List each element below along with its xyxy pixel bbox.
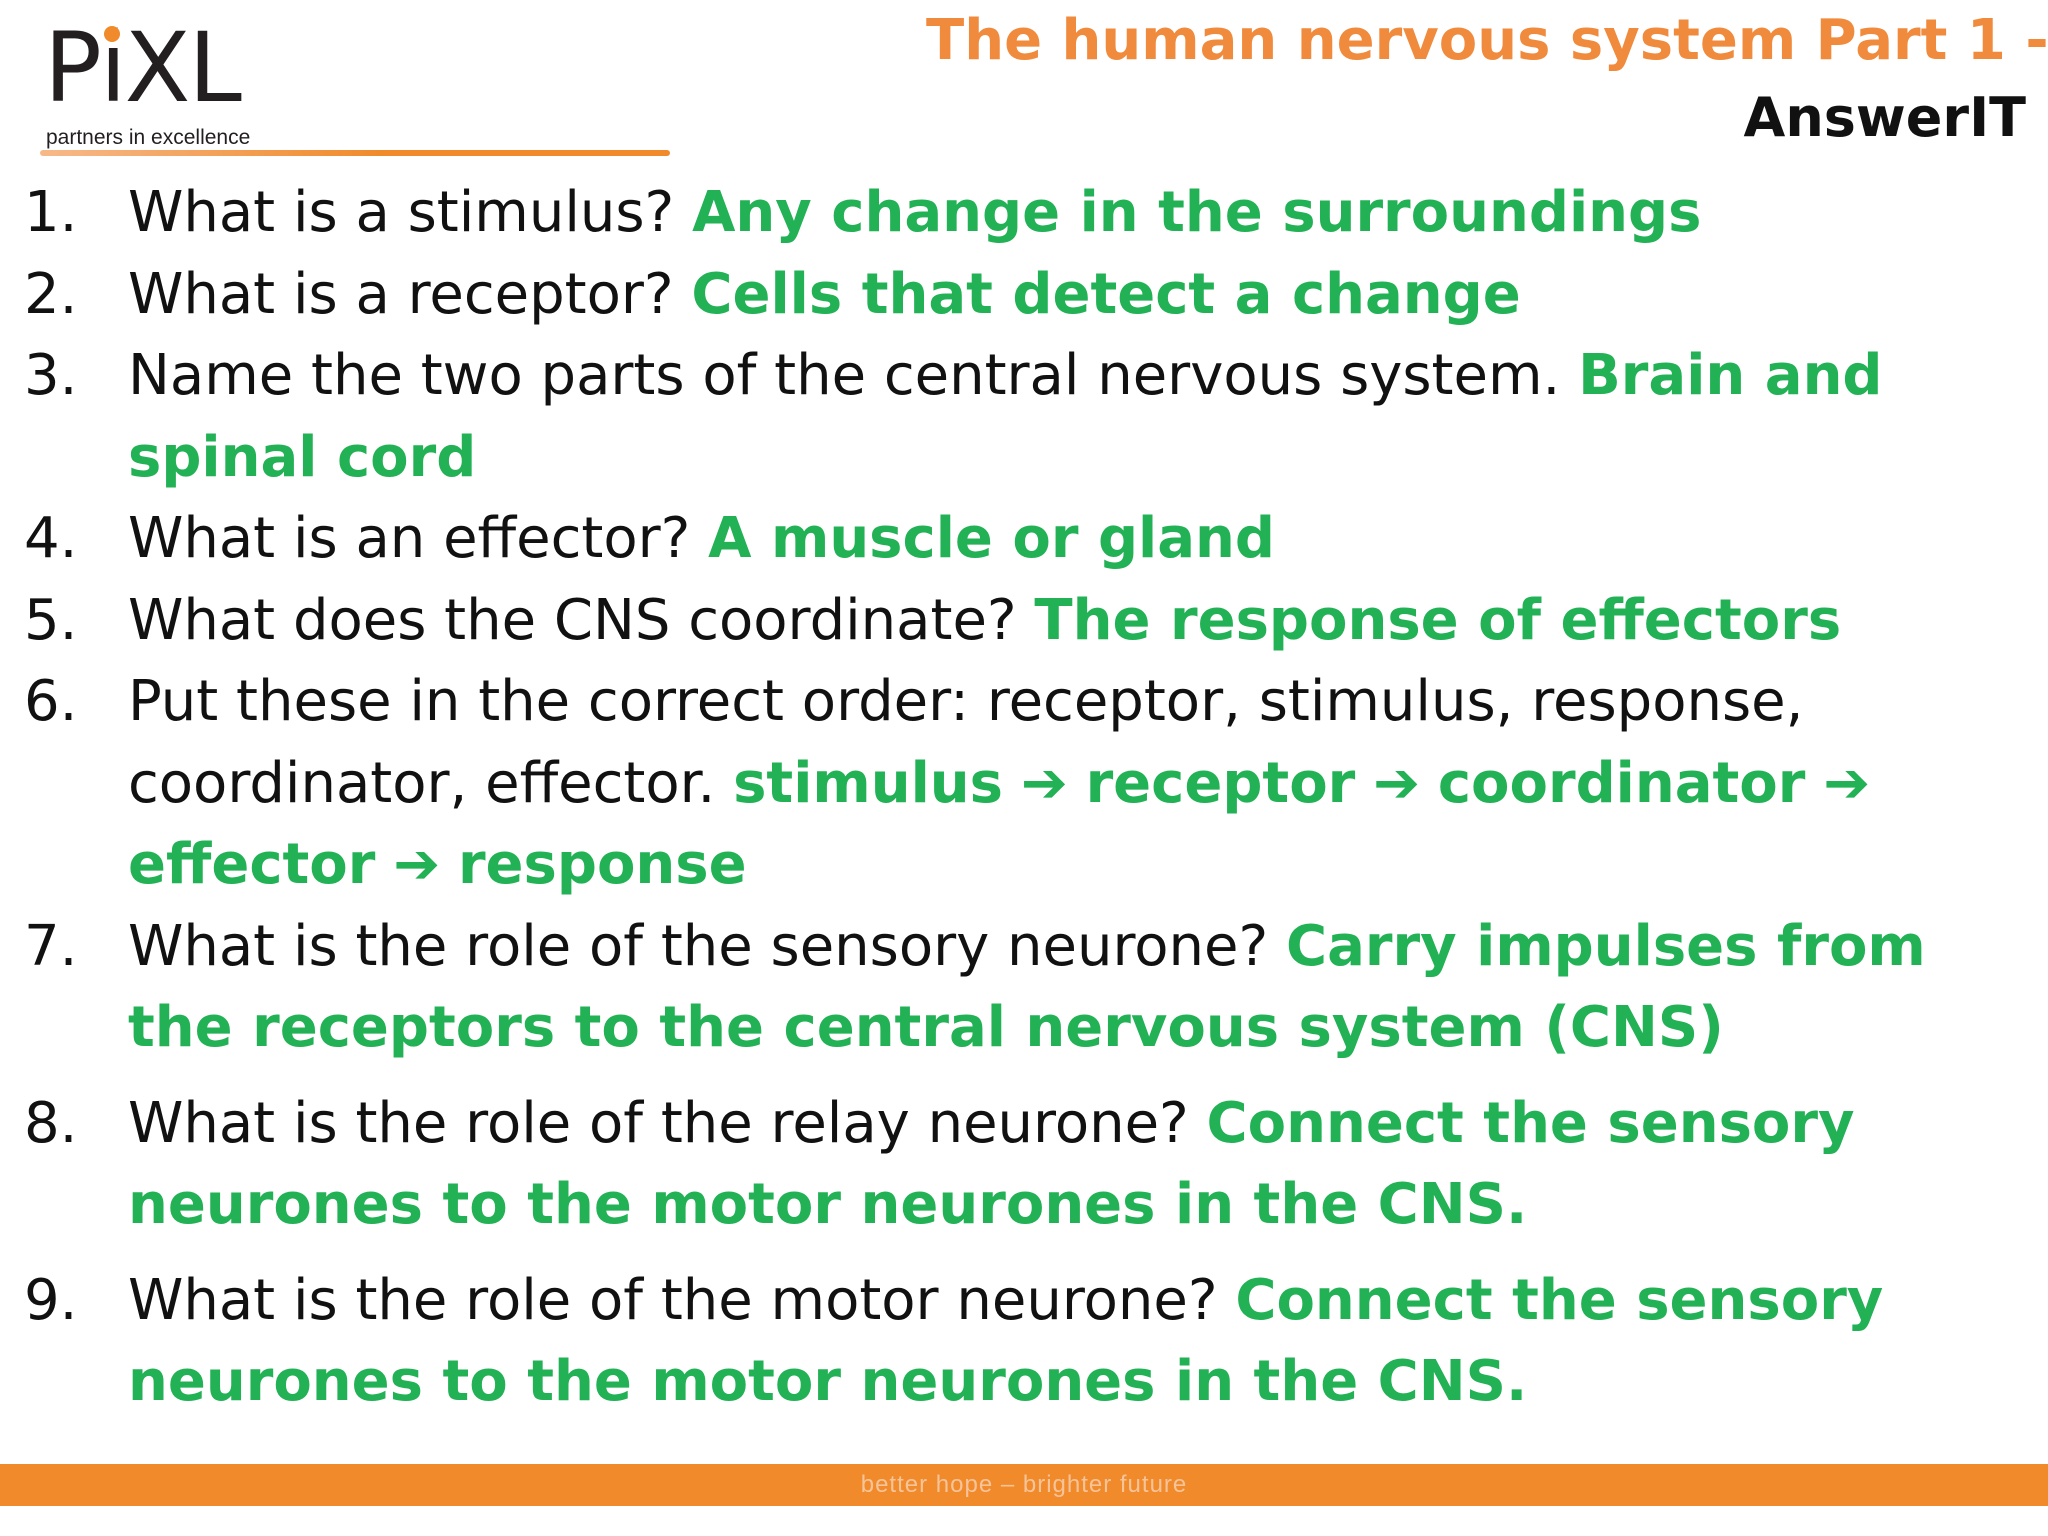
question-number: 2.: [24, 261, 78, 327]
question-text: What does the CNS coordinate?: [128, 587, 1035, 653]
question-text: Put these in the correct order: receptor…: [128, 669, 1804, 816]
answer-text: Brain and spinal cord: [128, 343, 1883, 490]
logo-letter-i: i: [99, 12, 127, 124]
logo-letter-p: P: [44, 12, 102, 124]
question-number: 6.: [24, 669, 78, 734]
page-title-line1: The human nervous system Part 1 -: [926, 8, 2048, 73]
question-list: 1. What is a stimulus? Any change in the…: [0, 172, 2048, 1423]
question-text: What is an effector?: [128, 506, 709, 571]
order-step-stimulus: stimulus: [733, 750, 1004, 816]
question-number: 1.: [24, 180, 78, 245]
answer-text: The response of effectors: [1034, 587, 1842, 653]
question-number: 3.: [24, 343, 78, 408]
question-number: 5.: [24, 587, 78, 653]
footer-bar: better hope – brighter future: [0, 1464, 2048, 1506]
question-item-9: 9. What is the role of the motor neurone…: [0, 1260, 2048, 1423]
question-number: 7.: [24, 913, 78, 979]
page-title-line2: AnswerIT: [1743, 86, 2026, 149]
question-item-6: 6. Put these in the correct order: recep…: [0, 661, 2048, 906]
question-item-3: 3. Name the two parts of the central ner…: [0, 335, 2048, 498]
order-step-response: response: [457, 832, 747, 897]
question-number: 8.: [24, 1090, 78, 1156]
order-step-receptor: receptor: [1085, 750, 1356, 816]
question-item-2: 2. What is a receptor? Cells that detect…: [0, 254, 2048, 336]
question-text: Name the two parts of the central nervou…: [128, 343, 1579, 408]
question-item-5: 5. What does the CNS coordinate? The res…: [0, 580, 2048, 662]
question-text: What is the role of the sensory neurone?: [128, 913, 1287, 979]
logo-tagline: partners in excellence: [46, 126, 251, 149]
logo-letters-xl: XL: [124, 12, 242, 124]
header-divider: [40, 150, 670, 156]
answer-text: Cells that detect a change: [691, 261, 1521, 327]
footer-tagline: better hope – brighter future: [860, 1471, 1188, 1498]
arrow-right-icon: ➔: [393, 832, 441, 897]
answer-text: A muscle or gland: [708, 506, 1275, 571]
question-text: What is a stimulus?: [128, 180, 693, 245]
page-title: The human nervous system Part 1 - Answer…: [926, 4, 2048, 158]
question-text: What is a receptor?: [128, 261, 692, 327]
answer-text: Connect the sensory neurones to the moto…: [128, 1267, 1884, 1415]
question-number: 4.: [24, 506, 78, 571]
question-text: What is the role of the motor neurone?: [128, 1267, 1236, 1333]
order-step-effector: effector: [128, 832, 376, 897]
question-text: What is the role of the relay neurone?: [128, 1090, 1207, 1156]
pixl-logo: PiXL partners in excellence: [44, 12, 304, 149]
order-step-coordinator: coordinator: [1437, 750, 1806, 816]
logo-wordmark: PiXL: [44, 12, 242, 124]
question-number: 9.: [24, 1267, 78, 1333]
answer-text: Carry impulses from the receptors to the…: [128, 913, 1926, 1061]
question-item-1: 1. What is a stimulus? Any change in the…: [0, 172, 2048, 254]
question-item-8: 8. What is the role of the relay neurone…: [0, 1083, 2048, 1246]
arrow-right-icon: ➔: [1020, 750, 1068, 816]
question-item-4: 4. What is an effector? A muscle or glan…: [0, 498, 2048, 580]
answer-text: Connect the sensory neurones to the moto…: [128, 1090, 1855, 1238]
arrow-right-icon: ➔: [1823, 750, 1871, 816]
arrow-right-icon: ➔: [1373, 750, 1421, 816]
question-item-7: 7. What is the role of the sensory neuro…: [0, 906, 2048, 1069]
answer-text: Any change in the surroundings: [692, 180, 1702, 245]
